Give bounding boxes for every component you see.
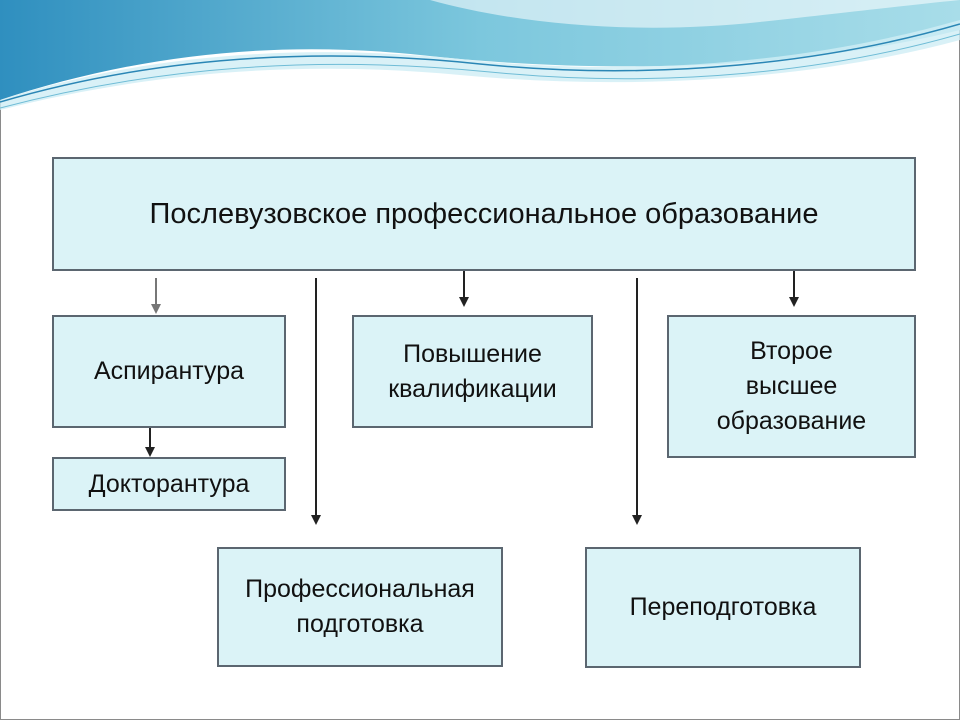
node-perepodgotovka-label: Переподготовка: [629, 593, 817, 621]
node-aspirantura-label: Аспирантура: [93, 357, 245, 385]
node-povyshenie-kvalifikatsii: Повышение квалификации: [352, 315, 593, 428]
root-node-label: Послевузовское профессиональное образова…: [149, 197, 819, 230]
decorative-wave-header: [0, 0, 960, 110]
node-professionalnaya-label-line2: подготовка: [296, 610, 424, 638]
node-perepodgotovka: Переподготовка: [585, 547, 861, 668]
node-vtoroe-label-line3: образование: [716, 407, 867, 435]
node-professionalnaya-label-line1: Профессиональная: [245, 575, 475, 603]
node-aspirantura: Аспирантура: [52, 315, 286, 428]
node-povyshenie-label-line1: Повышение: [403, 339, 542, 368]
node-vtoroe-label-line1: Второе: [750, 337, 833, 365]
node-doktorantura: Докторантура: [52, 457, 286, 511]
node-professionalnaya-podgotovka: Профессиональная подготовка: [217, 547, 503, 667]
node-vtoroe-vysshee: Второе высшее образование: [667, 315, 916, 458]
node-vtoroe-label-line2: высшее: [745, 372, 838, 400]
node-povyshenie-label-line2: квалификации: [388, 374, 557, 403]
root-node-postgraduate-education: Послевузовское профессиональное образова…: [52, 157, 916, 271]
node-doktorantura-label: Докторантура: [88, 469, 250, 498]
